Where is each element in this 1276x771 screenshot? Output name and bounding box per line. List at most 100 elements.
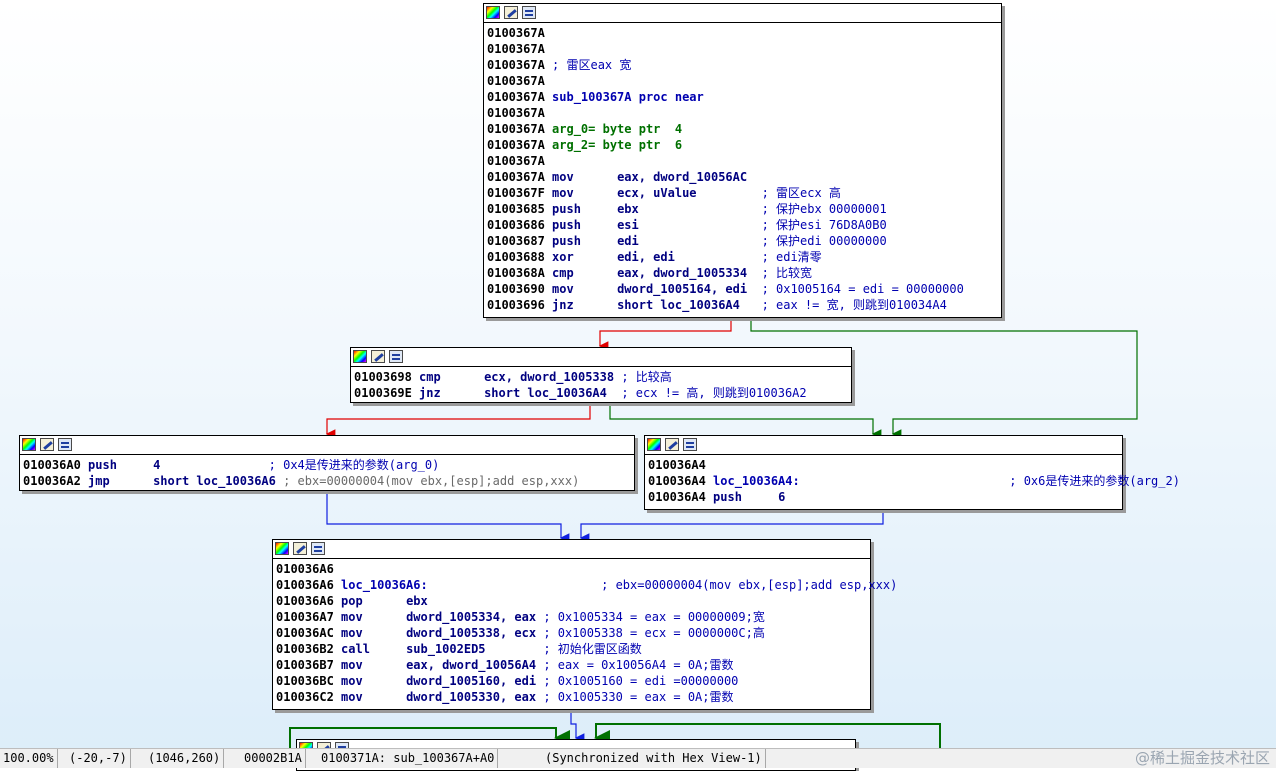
listing-line[interactable]: 01003688 xor edi, edi ; edi清零 [487, 249, 998, 265]
block-titlebar [273, 540, 870, 559]
color-palette-icon[interactable] [22, 438, 36, 451]
line-operands[interactable]: dword_1005160, edi [406, 674, 544, 688]
color-palette-icon[interactable] [353, 350, 367, 363]
listing-line[interactable]: 010036A4 [648, 457, 1119, 473]
line-operands[interactable]: ebx [617, 202, 762, 216]
listing-line[interactable]: 01003687 push edi ; 保护edi 00000000 [487, 233, 998, 249]
rename-edit-icon[interactable] [371, 350, 385, 363]
listing-line[interactable]: 01003696 jnz short loc_10036A4 ; eax != … [487, 297, 998, 313]
block-titlebar [484, 4, 1001, 23]
line-label[interactable]: sub_100367A proc near [552, 90, 704, 104]
listing-line[interactable]: 010036A6 loc_10036A6: ; ebx=00000004(mov… [276, 577, 897, 593]
line-operands[interactable]: esi [617, 218, 762, 232]
line-address: 0100367A [487, 90, 553, 104]
graph-group-icon[interactable] [522, 6, 536, 19]
line-operands[interactable]: dword_1005164, edi [617, 282, 762, 296]
listing-line[interactable]: 0100367A sub_100367A proc near [487, 89, 998, 105]
edge-n4-n5 [579, 509, 884, 543]
listing-line[interactable]: 0100368A cmp eax, dword_1005334 ; 比较宽 [487, 265, 998, 281]
graph-group-icon[interactable] [389, 350, 403, 363]
color-palette-icon[interactable] [275, 542, 289, 555]
line-label[interactable]: loc_10036A6: [341, 578, 602, 592]
code-block-loc-10036A6[interactable]: 010036A6 010036A6 loc_10036A6: ; ebx=000… [272, 539, 897, 710]
listing-line[interactable]: 01003690 mov dword_1005164, edi ; 0x1005… [487, 281, 998, 297]
listing-line[interactable]: 0100367A arg_0= byte ptr 4 [487, 121, 998, 137]
line-operands[interactable]: eax, dword_10056AC [617, 170, 748, 184]
line-operands[interactable]: short loc_10036A4 [617, 298, 762, 312]
listing-line[interactable]: 010036A2 jmp short loc_10036A6 ; ebx=000… [23, 473, 631, 489]
color-palette-icon[interactable] [647, 438, 661, 451]
listing-line[interactable]: 01003698 cmp ecx, dword_1005338 ; 比较高 [354, 369, 848, 385]
line-operands[interactable]: dword_1005338, ecx [406, 626, 544, 640]
line-operands[interactable]: dword_1005330, eax [406, 690, 544, 704]
listing-line[interactable]: 0100367A ; 雷区eax 宽 [487, 57, 998, 73]
line-operands[interactable]: 6 [778, 490, 786, 504]
line-label[interactable]: arg_0= byte ptr 4 [552, 122, 683, 136]
listing-line[interactable]: 01003686 push esi ; 保护esi 76D8A0B0 [487, 217, 998, 233]
listing-line[interactable]: 010036BC mov dword_1005160, edi ; 0x1005… [276, 673, 867, 689]
rename-edit-icon[interactable] [504, 6, 518, 19]
rename-edit-icon[interactable] [665, 438, 679, 451]
listing-line[interactable]: 0100367A mov eax, dword_10056AC [487, 169, 998, 185]
listing-line[interactable]: 010036C2 mov dword_1005330, eax ; 0x1005… [276, 689, 867, 705]
edge-loop-left [289, 727, 570, 748]
line-operands[interactable]: eax, dword_1005334 [617, 266, 762, 280]
listing-line[interactable]: 0100367A [487, 153, 998, 169]
line-address: 0100367A [487, 138, 553, 152]
line-label[interactable]: arg_2= byte ptr 6 [552, 138, 683, 152]
listing-line[interactable]: 010036A7 mov dword_1005334, eax ; 0x1005… [276, 609, 867, 625]
listing-line[interactable]: 010036B2 call sub_1002ED5 ; 初始化雷区函数 [276, 641, 867, 657]
line-address: 01003688 [487, 250, 553, 264]
color-palette-icon[interactable] [486, 6, 500, 19]
line-operands[interactable]: eax, dword_10056A4 [406, 658, 544, 672]
listing-line[interactable]: 0100367A [487, 41, 998, 57]
listing-line[interactable]: 010036A0 push 4 ; 0x4是传进来的参数(arg_0) [23, 457, 631, 473]
graph-group-icon[interactable] [58, 438, 72, 451]
listing-line[interactable]: 010036A4 push 6 [648, 489, 1119, 505]
line-comment: ; ebx=00000004(mov ebx,[esp];add esp,xxx… [283, 474, 580, 488]
block-titlebar [20, 436, 634, 455]
line-address: 01003685 [487, 202, 553, 216]
edge-n1-n2 [598, 317, 732, 351]
graph-group-icon[interactable] [311, 542, 325, 555]
line-operands[interactable]: edi [617, 234, 762, 248]
listing-line[interactable]: 01003685 push ebx ; 保护ebx 00000001 [487, 201, 998, 217]
line-operands[interactable]: ecx, uValue [617, 186, 762, 200]
line-label[interactable]: loc_10036A4: [713, 474, 1010, 488]
listing-line[interactable]: 0100367F mov ecx, uValue ; 雷区ecx 高 [487, 185, 998, 201]
line-operands[interactable]: sub_1002ED5 [406, 642, 544, 656]
line-operands[interactable]: short loc_10036A4 [484, 386, 622, 400]
line-operands[interactable]: edi, edi [617, 250, 762, 264]
code-block-010036A0[interactable]: 010036A0 push 4 ; 0x4是传进来的参数(arg_0)01003… [19, 435, 635, 491]
line-address: 0100367A [487, 106, 553, 120]
line-operands[interactable]: ebx [406, 594, 428, 608]
rename-edit-icon[interactable] [293, 542, 307, 555]
line-comment: ; 0x1005330 = eax = 0A;雷数 [543, 690, 734, 704]
line-operands[interactable]: short loc_10036A6 [153, 474, 284, 488]
line-comment: ; 0x4是传进来的参数(arg_0) [268, 458, 440, 472]
graph-group-icon[interactable] [683, 438, 697, 451]
zoom-level: 100.00% [0, 749, 58, 768]
listing-line[interactable]: 0100367A arg_2= byte ptr 6 [487, 137, 998, 153]
listing-line[interactable]: 010036A6 pop ebx [276, 593, 867, 609]
listing-line[interactable]: 010036A6 [276, 561, 867, 577]
line-operands[interactable]: ecx, dword_1005338 [484, 370, 622, 384]
line-comment: ; 雷区eax 宽 [552, 58, 632, 72]
listing-line[interactable]: 0100369E jnz short loc_10036A4 ; ecx != … [354, 385, 848, 401]
line-mnemonic: jnz [552, 298, 618, 312]
file-offset: 00002B1A [241, 749, 306, 768]
code-block-loc-10036A4[interactable]: 010036A4 010036A4 loc_10036A4: ; 0x6是传进来… [644, 435, 1180, 510]
rename-edit-icon[interactable] [40, 438, 54, 451]
listing-line[interactable]: 0100367A [487, 105, 998, 121]
listing-line[interactable]: 010036A4 loc_10036A4: ; 0x6是传进来的参数(arg_2… [648, 473, 1180, 489]
listing-line[interactable]: 010036B7 mov eax, dword_10056A4 ; eax = … [276, 657, 867, 673]
listing-line[interactable]: 010036AC mov dword_1005338, ecx ; 0x1005… [276, 625, 867, 641]
listing-line[interactable]: 0100367A [487, 73, 998, 89]
line-address: 010036A4 [648, 474, 714, 488]
listing-line[interactable]: 0100367A [487, 25, 998, 41]
line-operands[interactable]: dword_1005334, eax [406, 610, 544, 624]
line-operands[interactable]: 4 [153, 458, 269, 472]
